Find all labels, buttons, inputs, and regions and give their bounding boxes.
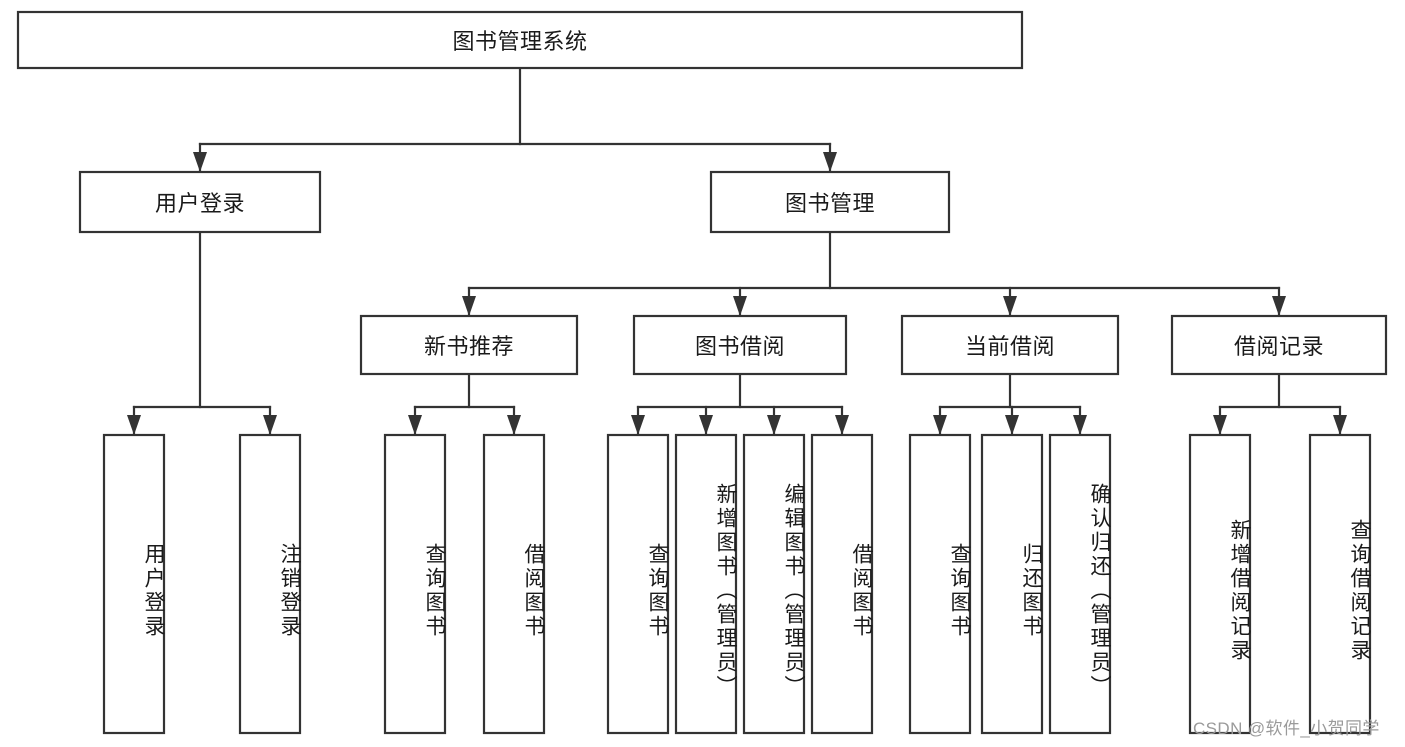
arrow-head-icon (193, 152, 207, 172)
arrow-head-icon (408, 415, 422, 435)
node-box-root (16, 10, 1024, 70)
arrow-head-icon (507, 415, 521, 435)
arrow-head-icon (263, 415, 277, 435)
node-box-leaf-borrow-book-rec (482, 433, 546, 735)
node-box-book-borrow (632, 314, 848, 376)
arrow-head-icon (767, 415, 781, 435)
node-box-leaf-logout (238, 433, 302, 735)
arrow-head-icon (823, 152, 837, 172)
node-box-leaf-edit-book (742, 433, 806, 735)
node-box-leaf-user-login (102, 433, 166, 735)
arrow-head-icon (699, 415, 713, 435)
arrow-head-icon (127, 415, 141, 435)
arrow-head-icon (1333, 415, 1347, 435)
arrow-head-icon (1213, 415, 1227, 435)
node-box-leaf-query-book-cur (908, 433, 972, 735)
node-box-leaf-return-book (980, 433, 1044, 735)
node-box-leaf-borrow-book (810, 433, 874, 735)
node-box-borrow-record (1170, 314, 1388, 376)
node-box-current-borrow (900, 314, 1120, 376)
arrow-head-icon (733, 296, 747, 316)
node-box-new-book-recommend (359, 314, 579, 376)
arrow-head-icon (1003, 296, 1017, 316)
node-box-leaf-query-book-rec (383, 433, 447, 735)
node-box-leaf-add-record (1188, 433, 1252, 735)
arrow-head-icon (462, 296, 476, 316)
node-box-leaf-confirm-return (1048, 433, 1112, 735)
arrow-head-icon (1272, 296, 1286, 316)
node-box-leaf-add-book (674, 433, 738, 735)
arrow-head-icon (1073, 415, 1087, 435)
node-box-book-manage (709, 170, 951, 234)
arrow-head-icon (933, 415, 947, 435)
node-box-leaf-query-record (1308, 433, 1372, 735)
arrow-head-icon (631, 415, 645, 435)
node-box-user-login (78, 170, 322, 234)
node-box-leaf-query-book-borrow (606, 433, 670, 735)
arrow-head-icon (835, 415, 849, 435)
arrow-head-icon (1005, 415, 1019, 435)
